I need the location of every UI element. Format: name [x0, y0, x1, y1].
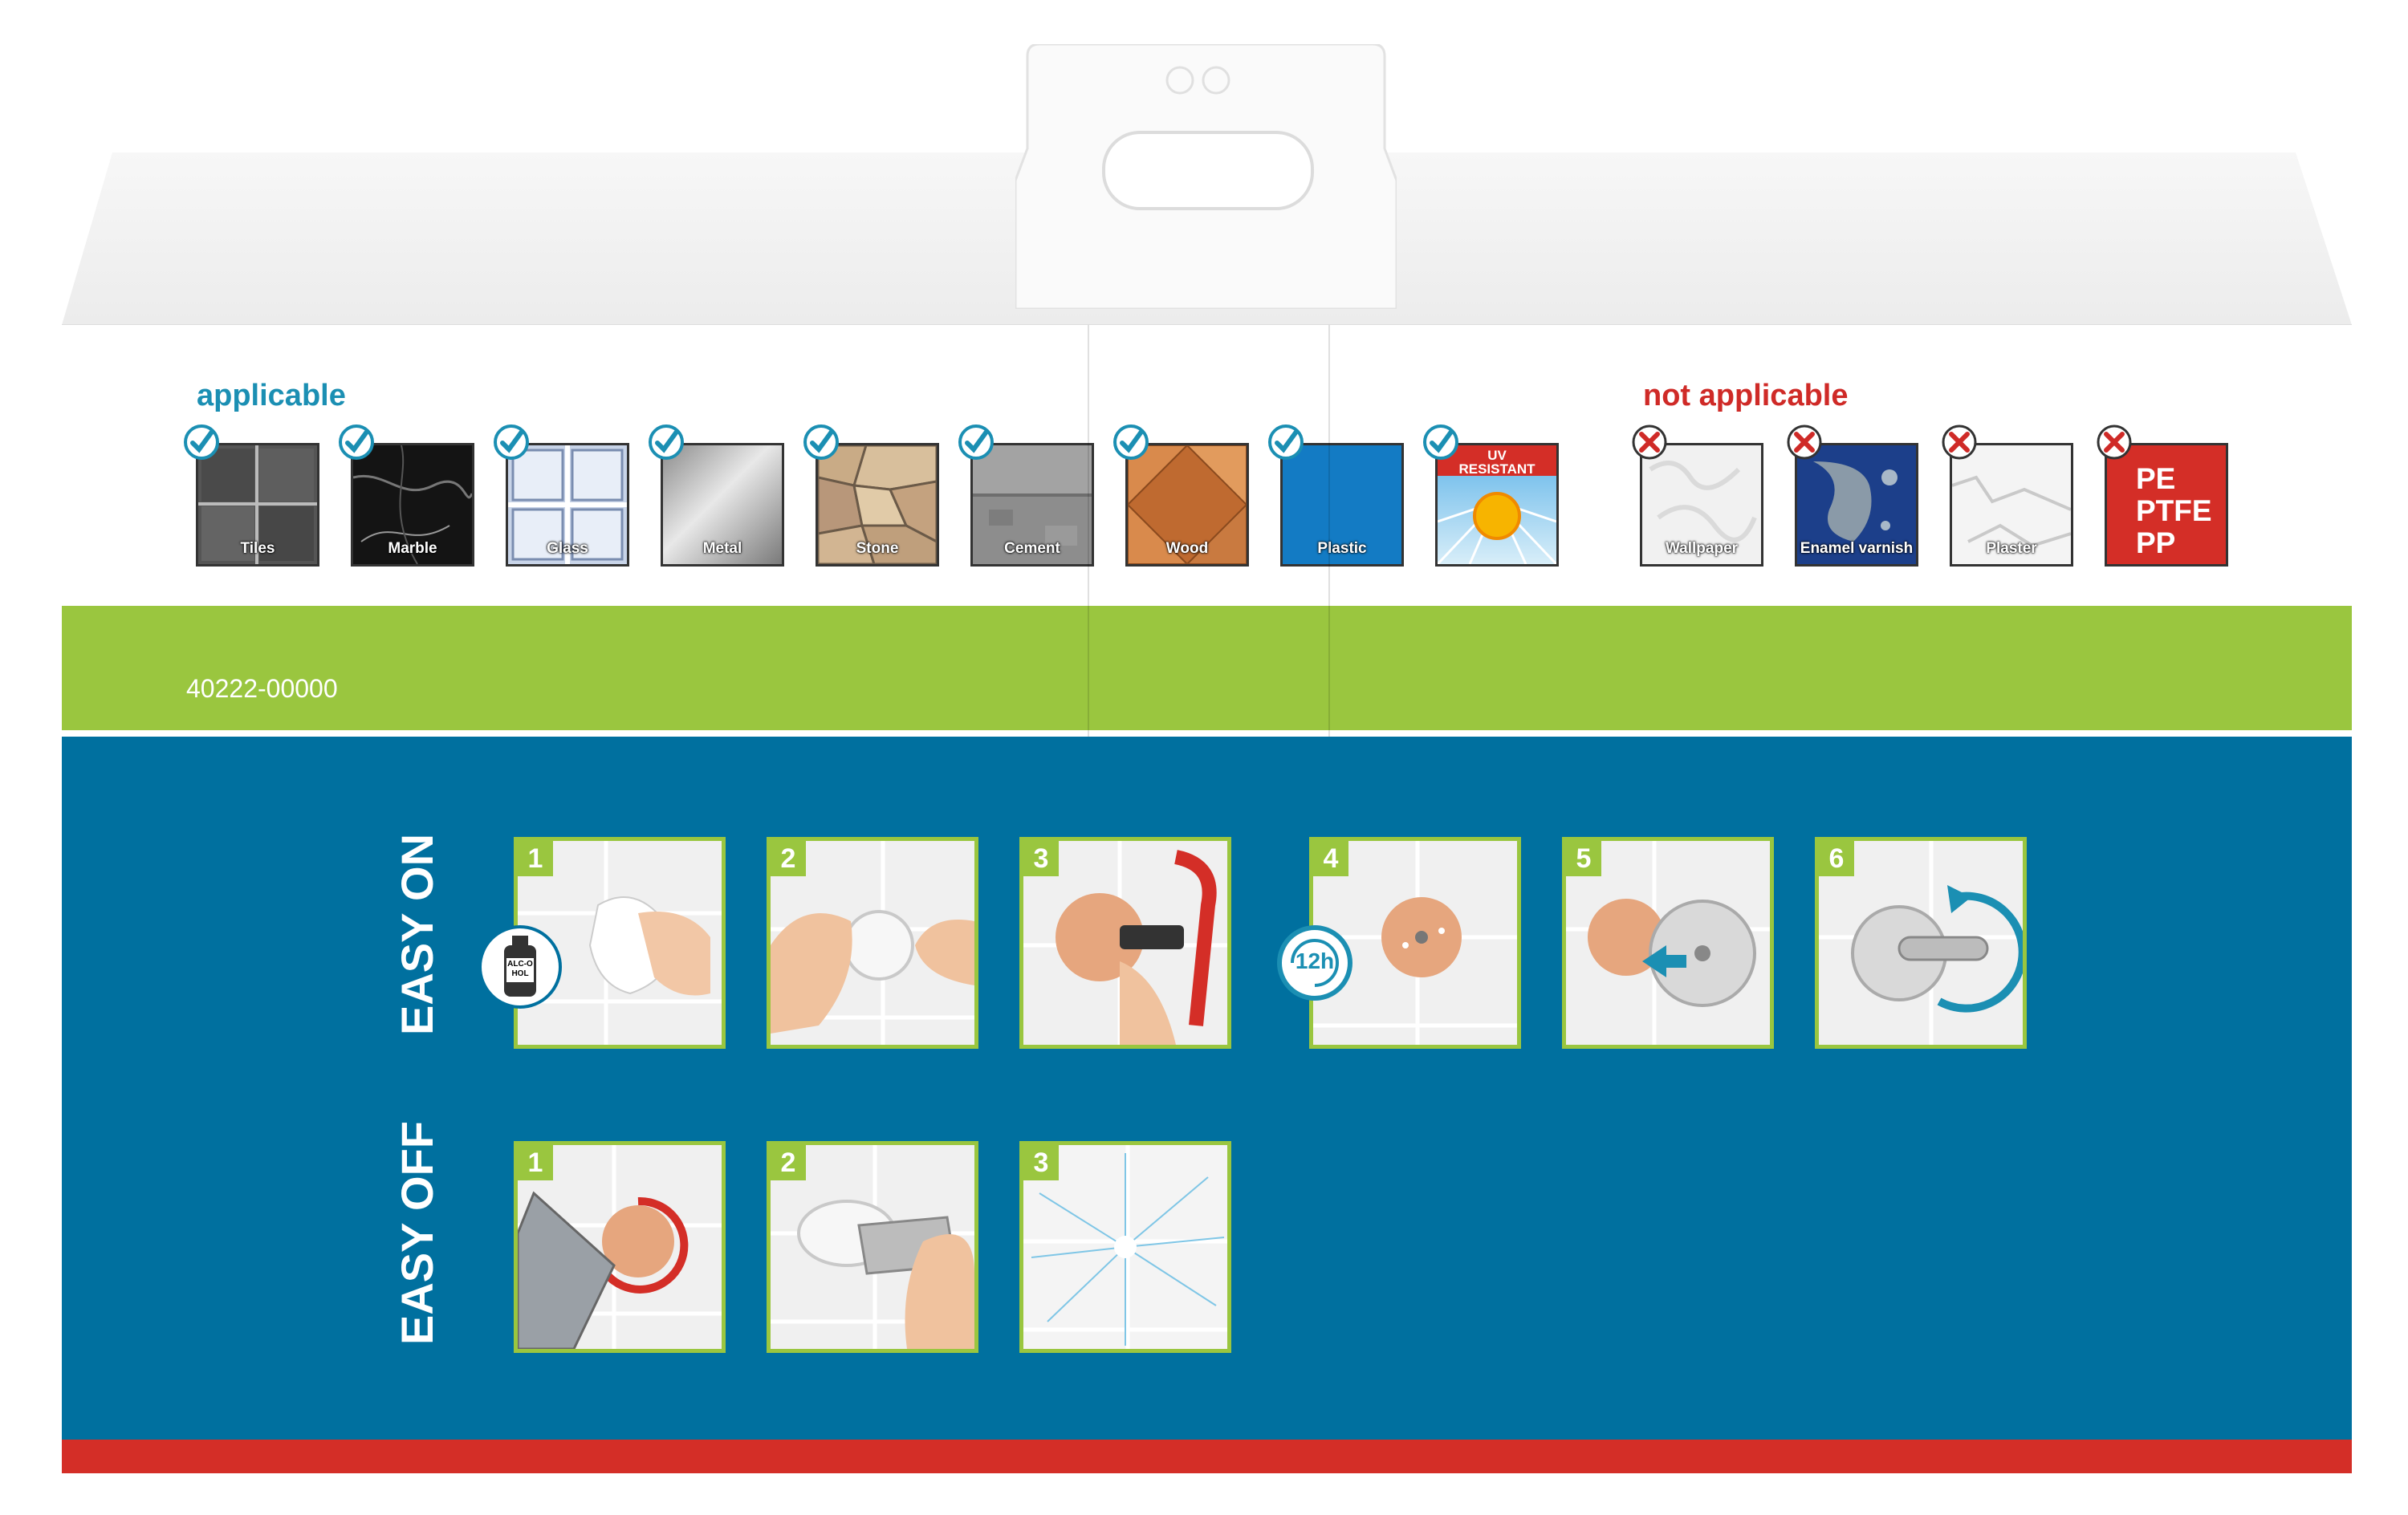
green-band	[62, 606, 2352, 730]
material-tile-marble: Marble	[351, 443, 474, 567]
red-band	[62, 1440, 2352, 1473]
material-caption: Metal	[702, 540, 742, 557]
not-applicable-heading: not applicable	[1643, 379, 1849, 412]
material-tile-plastic: Plastic	[1280, 443, 1404, 567]
alcohol-bottle-icon: ALC-OHOL	[476, 923, 564, 1011]
material-tile-metal: Metal	[661, 443, 784, 567]
easy-on-step-2: 2	[767, 837, 978, 1049]
clock-icon: 12h	[1275, 923, 1355, 1003]
step-number: 2	[771, 1145, 806, 1180]
fold-line	[1328, 325, 1330, 737]
checkmark-icon	[1423, 424, 1458, 460]
material-caption: Cement	[1004, 540, 1060, 557]
easy-off-step-2: 2	[767, 1141, 978, 1353]
easy-on-step-5: 5	[1562, 837, 1774, 1049]
uv-resistant-label: UV RESISTANT	[1458, 448, 1536, 477]
easy-on-step-6: 6	[1815, 837, 2027, 1049]
easy-off-step-3: 3	[1019, 1141, 1231, 1353]
material-caption: Wood	[1165, 540, 1209, 557]
material-caption: Plaster	[1986, 540, 2037, 557]
material-caption: Plastic	[1317, 540, 1367, 557]
cross-icon	[1942, 424, 1977, 460]
applicable-heading: applicable	[197, 379, 346, 412]
material-caption: Tiles	[240, 540, 275, 557]
material-tile-glass: Glass	[506, 443, 629, 567]
material-tile-cement: Cement	[970, 443, 1094, 567]
checkmark-icon	[803, 424, 839, 460]
fold-line	[1088, 325, 1089, 737]
material-ptfe-label: PTFE	[2136, 494, 2212, 527]
checkmark-icon	[1113, 424, 1149, 460]
step-number: 3	[1023, 841, 1059, 876]
checkmark-icon	[339, 424, 374, 460]
step-number: 4	[1313, 841, 1348, 876]
material-tile-plaster: Plaster	[1950, 443, 2073, 567]
step-number: 3	[1023, 1145, 1059, 1180]
cross-icon	[2097, 424, 2132, 460]
material-pe-label: PE	[2136, 462, 2176, 495]
checkmark-icon	[649, 424, 684, 460]
material-pp-label: PP	[2136, 526, 2176, 559]
uv-resistant-tile: UV RESISTANT	[1435, 443, 1559, 567]
easy-on-step-3: 3	[1019, 837, 1231, 1049]
alcohol-label: ALC-OHOL	[507, 960, 533, 978]
easy-off-step-1: 1	[514, 1141, 726, 1353]
step-number: 6	[1819, 841, 1854, 876]
cross-icon	[1787, 424, 1822, 460]
step-number: 2	[771, 841, 806, 876]
material-caption: Wallpaper	[1665, 540, 1739, 557]
checkmark-icon	[494, 424, 529, 460]
material-caption: Glass	[547, 540, 588, 557]
material-tile-stone: Stone	[816, 443, 939, 567]
checkmark-icon	[1268, 424, 1304, 460]
sun-icon	[1438, 445, 1556, 564]
step-number: 5	[1566, 841, 1601, 876]
step-number: 1	[518, 841, 553, 876]
checkmark-icon	[958, 424, 994, 460]
easy-off-title: EASY OFF	[392, 1120, 442, 1345]
cross-icon	[1632, 424, 1667, 460]
hanger-tab	[1015, 44, 1397, 309]
material-caption: Stone	[856, 540, 899, 557]
material-tile-tiles: Tiles	[196, 443, 319, 567]
material-tile-enamel-varnish: Enamel varnish	[1795, 443, 1918, 567]
material-caption: Marble	[388, 540, 437, 557]
step-number: 1	[518, 1145, 553, 1180]
easy-on-title: EASY ON	[392, 833, 442, 1035]
article-number: 40222-00000	[186, 674, 338, 703]
checkmark-icon	[184, 424, 219, 460]
material-tile-pe-ptfe-pp: PE PTFE PP	[2105, 443, 2228, 567]
material-tile-wood: Wood	[1125, 443, 1249, 567]
wait-time-label: 12h	[1295, 948, 1335, 973]
material-tile-wallpaper: Wallpaper	[1640, 443, 1763, 567]
material-caption: Enamel varnish	[1800, 540, 1914, 557]
